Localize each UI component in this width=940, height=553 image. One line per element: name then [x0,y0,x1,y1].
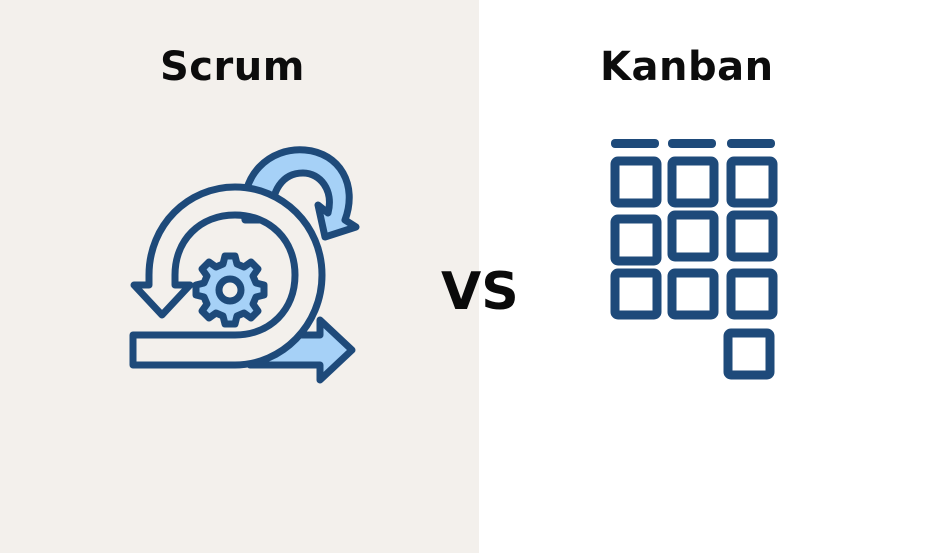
column-header-bar [611,139,659,148]
kanban-card [726,268,778,320]
kanban-card [726,210,778,262]
kanban-card [726,156,778,208]
kanban-card [723,328,775,380]
kanban-card [610,156,662,208]
kanban-card [667,156,719,208]
kanban-card [610,214,662,266]
vs-label: VS [441,262,519,322]
scrum-title: Scrum [160,44,305,90]
column-header-bar [727,139,775,148]
kanban-card [610,268,662,320]
kanban-title: Kanban [600,44,774,90]
kanban-card [667,210,719,262]
scrum-cycle-icon [129,146,360,384]
column-header-bar [668,139,716,148]
kanban-board-icon [610,139,778,380]
kanban-card [667,268,719,320]
